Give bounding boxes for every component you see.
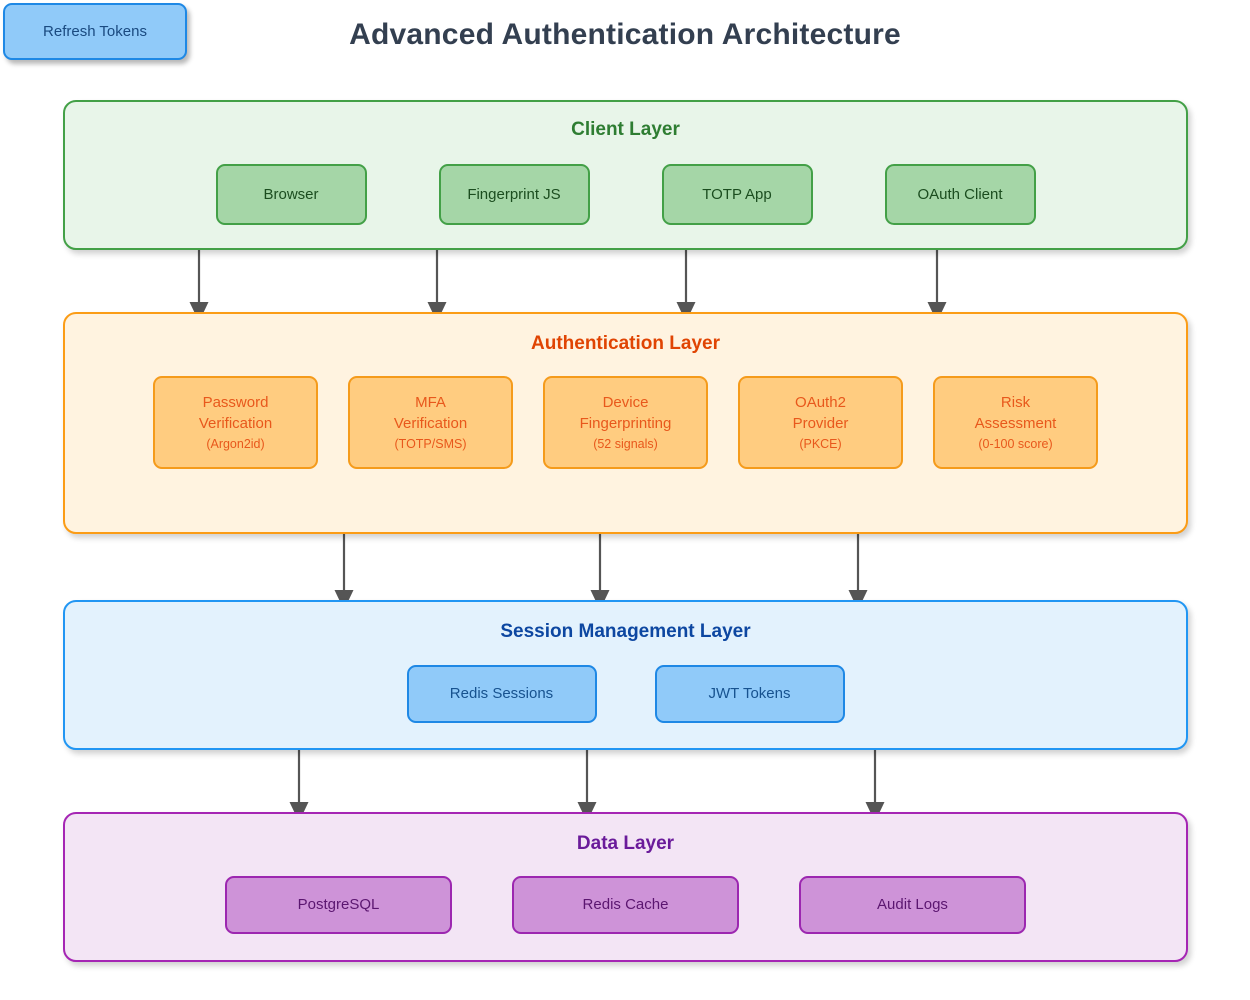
layer-data-title: Data Layer (576, 833, 675, 854)
node-postgresql-label: PostgreSQL (297, 896, 380, 914)
layer-client-title: Client Layer (571, 119, 680, 140)
node-audit-logs[interactable]: Audit Logs (799, 876, 1026, 934)
refresh-tokens-node[interactable]: Refresh Tokens (3, 3, 187, 60)
layer-client: Client Layer Browser Fingerprint JS TOTP… (63, 100, 1188, 250)
layer-data-nodes: PostgreSQL Redis Cache Audit Logs (65, 876, 1186, 934)
refresh-tokens-label: Refresh Tokens (43, 23, 147, 40)
node-audit-logs-label: Audit Logs (877, 896, 948, 914)
node-totp-app-label: TOTP App (702, 185, 772, 203)
node-risk-assessment-sub: (0-100 score) (978, 437, 1053, 452)
node-redis-cache[interactable]: Redis Cache (512, 876, 739, 934)
node-device-fingerprinting-sub: (52 signals) (593, 437, 658, 452)
layer-authentication-title: Authentication Layer (531, 333, 720, 354)
node-redis-sessions[interactable]: Redis Sessions (406, 665, 597, 723)
node-fingerprint-js[interactable]: Fingerprint JS (438, 164, 590, 225)
node-password-verification-sub: (Argon2id) (206, 437, 265, 452)
node-browser[interactable]: Browser (215, 164, 367, 225)
node-oauth-client[interactable]: OAuth Client (884, 164, 1036, 225)
node-jwt-tokens[interactable]: JWT Tokens (654, 665, 845, 723)
node-jwt-tokens-label: JWT Tokens (708, 685, 791, 703)
node-redis-cache-label: Redis Cache (582, 896, 669, 914)
node-browser-label: Browser (263, 185, 319, 203)
page-title: Advanced Authentication Architecture (349, 18, 901, 51)
node-oauth-client-label: OAuth Client (917, 185, 1003, 203)
node-postgresql[interactable]: PostgreSQL (225, 876, 452, 934)
node-redis-sessions-label: Redis Sessions (449, 685, 554, 703)
node-mfa-verification-sub: (TOTP/SMS) (394, 437, 467, 452)
layer-client-nodes: Browser Fingerprint JS TOTP App OAuth Cl… (65, 164, 1186, 225)
layer-data: Data Layer PostgreSQL Redis Cache Audit … (63, 812, 1188, 962)
node-oauth2-provider-sub: (PKCE) (799, 437, 842, 452)
node-totp-app[interactable]: TOTP App (661, 164, 813, 225)
layer-session-management: Session Management Layer Redis Sessions … (63, 600, 1188, 750)
layer-session-management-title: Session Management Layer (500, 621, 751, 642)
node-fingerprint-js-label: Fingerprint JS (467, 185, 561, 203)
layer-session-management-nodes: Redis Sessions JWT Tokens (65, 665, 1186, 723)
